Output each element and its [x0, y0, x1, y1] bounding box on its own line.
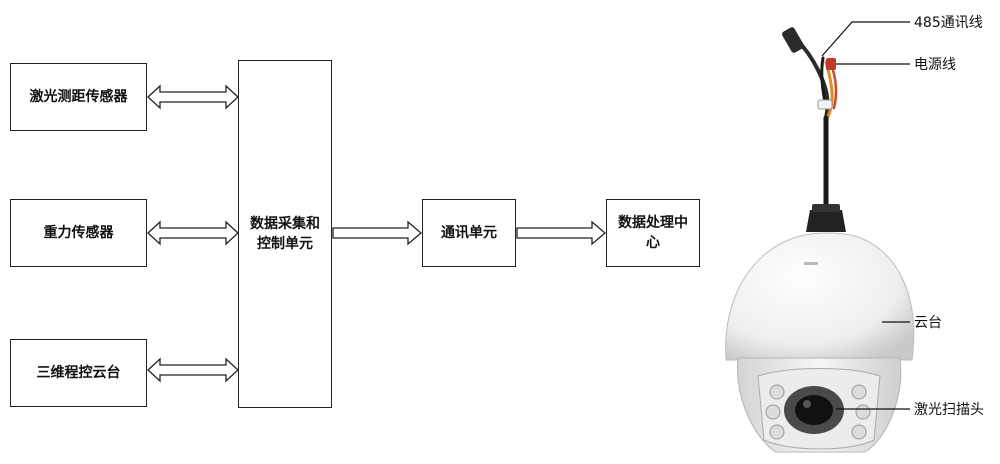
gravity-sensor-label: 重力传感器 — [43, 225, 114, 241]
data-center-box: 数据处理中心 — [606, 199, 700, 267]
laser-head-label: 激光扫描头 — [914, 402, 984, 418]
cable-gland — [806, 210, 846, 232]
gravity-sensor-box: 重力传感器 — [10, 199, 147, 267]
double-arrow-gravity — [147, 220, 239, 246]
data-center-label: 数据处理中心 — [618, 215, 688, 251]
comm-unit-label: 通讯单元 — [441, 225, 497, 241]
arrow-control-to-comm — [332, 220, 423, 246]
leader-lines — [821, 21, 910, 410]
dome-housing — [725, 232, 915, 361]
white-connector — [817, 99, 833, 110]
arrow-comm-to-center — [516, 220, 607, 246]
double-arrow-ptz — [147, 357, 239, 383]
gimbal-label: 云台 — [914, 315, 942, 331]
ptz-gimbal-box: 三维程控云台 — [10, 339, 147, 407]
control-unit-label: 数据采集和控制单元 — [250, 216, 320, 252]
lens-inner — [795, 395, 833, 425]
laser-ranging-sensor-box: 激光测距传感器 — [10, 63, 147, 131]
comm-connector — [782, 27, 804, 53]
laser-ranging-sensor-label: 激光测距传感器 — [29, 89, 128, 105]
power-line-label: 电源线 — [914, 57, 956, 73]
ptz-gimbal-label: 三维程控云台 — [36, 365, 121, 381]
ir-led-array — [765, 384, 871, 440]
power-connector — [826, 58, 836, 70]
comm-unit-box: 通讯单元 — [422, 199, 516, 267]
double-arrow-laser — [147, 84, 239, 110]
comm-line-label: 485通讯线 — [914, 15, 983, 31]
control-unit-box: 数据采集和控制单元 — [238, 60, 332, 408]
